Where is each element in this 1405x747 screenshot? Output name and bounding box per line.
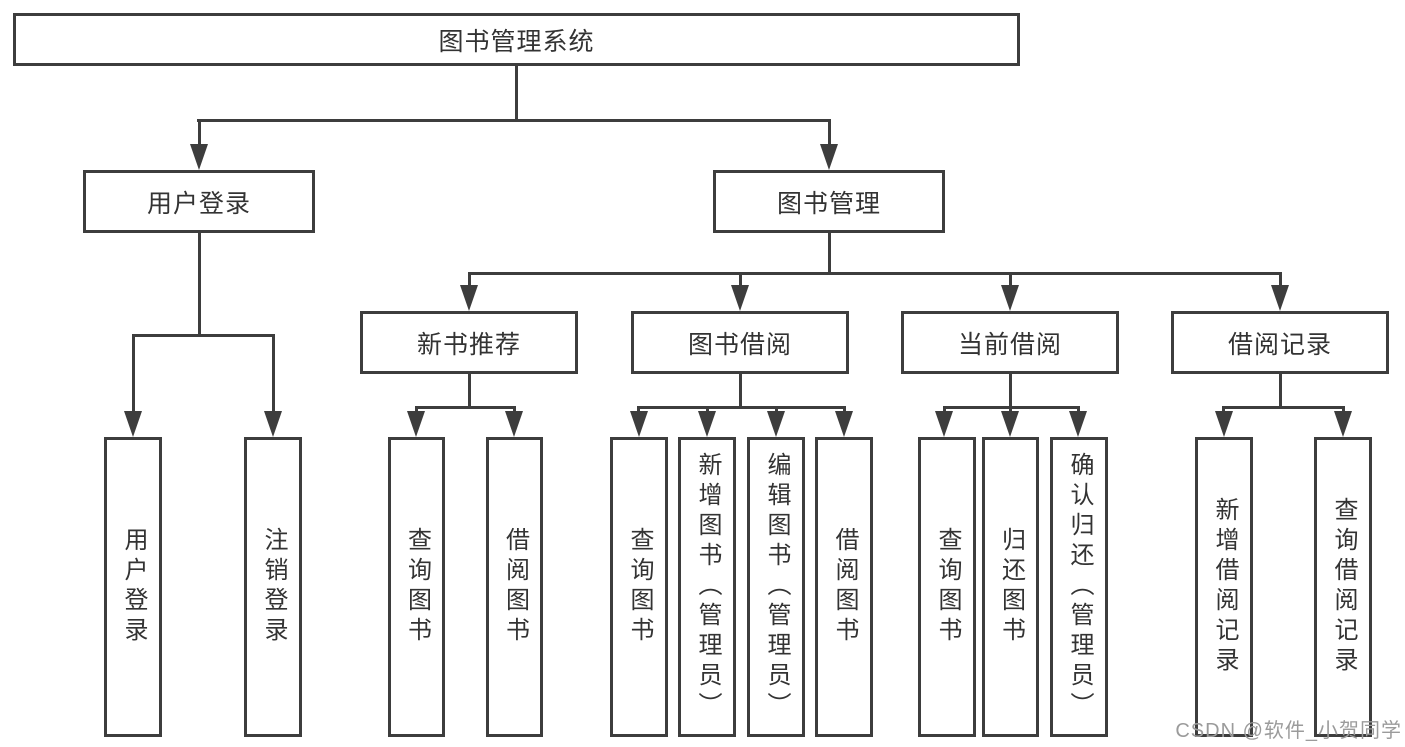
connector-new-books-stub	[468, 372, 471, 408]
node-book-borrowing: 图书借阅	[631, 311, 849, 374]
leaf-cur-return-book-label: 归还图书	[997, 527, 1025, 647]
arrow-down-icon	[731, 285, 749, 311]
arrow-down-icon	[124, 411, 142, 437]
leaf-rec-add-record: 新增借阅记录	[1195, 437, 1253, 737]
node-book-management-label: 图书管理	[776, 189, 881, 218]
leaf-cur-query-book: 查询图书	[918, 437, 976, 737]
connector-level2-stem	[1279, 272, 1282, 290]
node-book-borrowing-label: 图书借阅	[687, 330, 792, 359]
connector-root-stub	[515, 64, 518, 121]
arrow-down-icon	[407, 411, 425, 437]
connector-user-login-down-stub	[198, 231, 201, 336]
arrow-down-icon	[835, 411, 853, 437]
arrow-down-icon	[505, 411, 523, 437]
connector-borrowing-stub	[739, 372, 742, 408]
leaf-user-login: 用户登录	[104, 437, 162, 737]
node-current-borrowing-label: 当前借阅	[957, 330, 1062, 359]
leaf-nb-borrow-book-label: 借阅图书	[501, 527, 529, 647]
connector-records-stub	[1279, 372, 1282, 408]
leaf-nb-borrow-book: 借阅图书	[486, 437, 543, 737]
node-root-label: 图书管理系统	[438, 27, 595, 56]
arrow-down-icon	[1069, 411, 1087, 437]
leaf-logout: 注销登录	[244, 437, 302, 737]
leaf-user-login-label: 用户登录	[120, 527, 147, 647]
connector-current-stub	[1009, 372, 1012, 408]
leaf-bw-query-book-label: 查询图书	[626, 527, 653, 647]
arrow-down-icon	[820, 144, 838, 170]
connector-new-books-bar	[415, 406, 516, 409]
node-borrow-records-label: 借阅记录	[1227, 330, 1332, 359]
leaf-logout-label: 注销登录	[260, 527, 287, 647]
connector-leaf-stem	[132, 334, 135, 416]
connector-book-mgmt-stem	[828, 119, 831, 149]
leaf-bw-query-book: 查询图书	[610, 437, 668, 737]
leaf-nb-query-book-label: 查询图书	[403, 527, 431, 647]
arrow-down-icon	[767, 411, 785, 437]
csdn-watermark: CSDN @软件_小贺同学	[1175, 720, 1402, 742]
arrow-down-icon	[1215, 411, 1233, 437]
arrow-down-icon	[698, 411, 716, 437]
arrow-down-icon	[190, 144, 208, 170]
connector-user-login-stem	[198, 119, 201, 149]
leaf-cur-confirm-return-admin: 确认归还（管理员）	[1050, 437, 1108, 737]
connector-records-bar	[1222, 406, 1345, 409]
node-new-book-recommend: 新书推荐	[360, 311, 578, 374]
leaf-bw-add-book-admin-label: 新增图书（管理员）	[694, 452, 721, 722]
arrow-down-icon	[460, 285, 478, 311]
node-borrow-records: 借阅记录	[1171, 311, 1389, 374]
leaf-nb-query-book: 查询图书	[388, 437, 445, 737]
node-user-login: 用户登录	[83, 170, 315, 233]
leaf-bw-edit-book-admin-label: 编辑图书（管理员）	[763, 452, 790, 722]
connector-book-mgmt-down-stub	[828, 231, 831, 275]
connector-user-login-bar	[132, 334, 275, 337]
arrow-down-icon	[1271, 285, 1289, 311]
connector-level2-stem	[1009, 272, 1012, 290]
leaf-rec-query-record: 查询借阅记录	[1314, 437, 1372, 737]
arrow-down-icon	[630, 411, 648, 437]
arrow-down-icon	[1001, 411, 1019, 437]
connector-level1-bar	[197, 119, 831, 122]
arrow-down-icon	[935, 411, 953, 437]
leaf-bw-edit-book-admin: 编辑图书（管理员）	[747, 437, 805, 737]
connector-level2-stem	[468, 272, 471, 290]
leaf-bw-add-book-admin: 新增图书（管理员）	[678, 437, 736, 737]
arrow-down-icon	[1001, 285, 1019, 311]
connector-leaf-stem	[272, 334, 275, 416]
node-book-management: 图书管理	[713, 170, 945, 233]
leaf-rec-query-record-label: 查询借阅记录	[1330, 497, 1357, 677]
node-user-login-label: 用户登录	[146, 189, 251, 218]
arrow-down-icon	[264, 411, 282, 437]
leaf-bw-borrow-book: 借阅图书	[815, 437, 873, 737]
node-new-book-recommend-label: 新书推荐	[416, 330, 521, 359]
connector-level2-bar	[468, 272, 1282, 275]
arrow-down-icon	[1334, 411, 1352, 437]
node-root-library-system: 图书管理系统	[13, 13, 1020, 66]
node-current-borrowing: 当前借阅	[901, 311, 1119, 374]
leaf-rec-add-record-label: 新增借阅记录	[1211, 497, 1238, 677]
connector-level2-stem	[739, 272, 742, 290]
leaf-cur-return-book: 归还图书	[982, 437, 1039, 737]
leaf-bw-borrow-book-label: 借阅图书	[831, 527, 858, 647]
leaf-cur-query-book-label: 查询图书	[934, 527, 961, 647]
connector-borrowing-bar	[637, 406, 846, 409]
leaf-cur-confirm-return-admin-label: 确认归还（管理员）	[1066, 452, 1093, 722]
